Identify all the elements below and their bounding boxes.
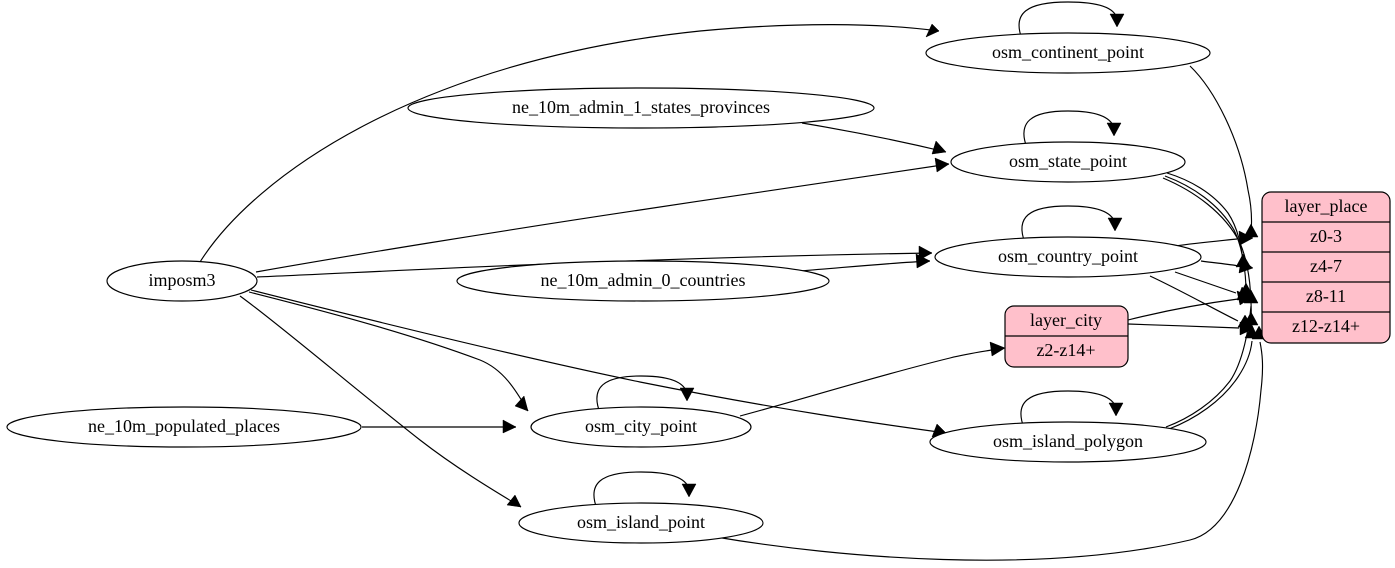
edge-osm_country_point-to-layer_place-z0-3: [1174, 230, 1254, 247]
node-imposm3[interactable]: imposm3: [106, 260, 258, 302]
edge-imposm3-to-osm_continent_point: [199, 23, 940, 263]
record-node-layer_place[interactable]: layer_place z0-3 z4-7 z8-11 z12-z14+: [1261, 191, 1391, 344]
record-row-layer_place-z8-11[interactable]: z8-11: [1306, 286, 1346, 306]
edge-imposm3-to-osm_city_point: [248, 291, 529, 412]
edge-osm_continent_point-to-layer_place-z0-3: [1189, 65, 1259, 238]
edge-self-loop-osm_state_point: [1023, 110, 1122, 149]
record-row-layer_place-z12-z14plus[interactable]: z12-z14+: [1292, 316, 1360, 336]
record-row-layer_city-z2-z14plus[interactable]: z2-z14+: [1036, 340, 1095, 360]
edge-layer: [199, 1, 1267, 561]
node-osm_continent_point[interactable]: osm_continent_point: [925, 32, 1211, 74]
node-label-osm_state_point: osm_state_point: [1009, 151, 1127, 171]
record-header-layer_place: layer_place: [1285, 196, 1368, 216]
edge-self-loop-osm_city_point: [596, 375, 695, 414]
edge-osm_country_point-to-layer_place-z12-z14+: [1149, 275, 1254, 329]
record-header-layer_city: layer_city: [1030, 310, 1102, 330]
node-label-osm_continent_point: osm_continent_point: [992, 42, 1144, 62]
record-node-layer_city[interactable]: layer_city z2-z14+: [1004, 305, 1129, 368]
edge-imposm3-to-osm_island_point: [239, 295, 522, 508]
node-label-ne_10m_populated_places: ne_10m_populated_places: [88, 416, 280, 436]
node-label-ne_10m_admin_0_countries: ne_10m_admin_0_countries: [541, 270, 746, 290]
node-osm_city_point[interactable]: osm_city_point: [530, 406, 752, 448]
edge-layer_city-to-layer_place-z8-11: [1127, 290, 1253, 321]
edge-self-loop-osm_island_polygon: [1020, 390, 1124, 429]
node-label-osm_island_polygon: osm_island_polygon: [993, 431, 1143, 451]
edge-layer_city-to-layer_place-z12-z14+: [1127, 321, 1254, 336]
edge-osm_country_point-to-layer_place-z4-7: [1200, 258, 1254, 274]
edge-self-loop-osm_country_point: [1021, 205, 1123, 244]
edge-osm_island_polygon-to-layer_place-z8-11: [1165, 289, 1259, 428]
node-label-osm_city_point: osm_city_point: [585, 416, 697, 436]
edge-ne_10m_admin_1_states_provinces-to-osm_state_point: [801, 122, 947, 155]
edge-self-loop-osm_island_point: [593, 471, 697, 510]
node-label-osm_island_point: osm_island_point: [577, 512, 705, 532]
node-layer: imposm3 ne_10m_admin_1_states_provinces …: [6, 32, 1211, 544]
node-osm_state_point[interactable]: osm_state_point: [950, 141, 1186, 183]
edge-osm_island_polygon-to-layer_place-z12-z14+: [1168, 324, 1259, 430]
node-ne_10m_populated_places[interactable]: ne_10m_populated_places: [6, 406, 362, 448]
node-label-imposm3: imposm3: [148, 270, 215, 290]
node-label-osm_country_point: osm_country_point: [998, 246, 1138, 266]
edge-ne_10m_admin_0_countries-to-osm_country_point: [799, 253, 931, 272]
node-osm_island_polygon[interactable]: osm_island_polygon: [929, 421, 1207, 463]
node-osm_country_point[interactable]: osm_country_point: [934, 236, 1202, 278]
record-row-layer_place-z4-7[interactable]: z4-7: [1310, 256, 1342, 276]
record-row-layer_place-z0-3[interactable]: z0-3: [1310, 226, 1342, 246]
edge-imposm3-to-osm_state_point: [255, 157, 950, 273]
edge-self-loop-osm_continent_point: [1018, 1, 1125, 40]
node-osm_island_point[interactable]: osm_island_point: [518, 502, 764, 544]
node-ne_10m_admin_0_countries[interactable]: ne_10m_admin_0_countries: [456, 260, 830, 302]
node-ne_10m_admin_1_states_provinces[interactable]: ne_10m_admin_1_states_provinces: [407, 87, 875, 129]
edge-osm_city_point-to-layer_city-z2-z14: [739, 341, 1006, 417]
node-label-ne_10m_admin_1_states_provinces: ne_10m_admin_1_states_provinces: [512, 97, 770, 117]
edge-ne_10m_populated_places-to-osm_city_point: [362, 419, 517, 434]
